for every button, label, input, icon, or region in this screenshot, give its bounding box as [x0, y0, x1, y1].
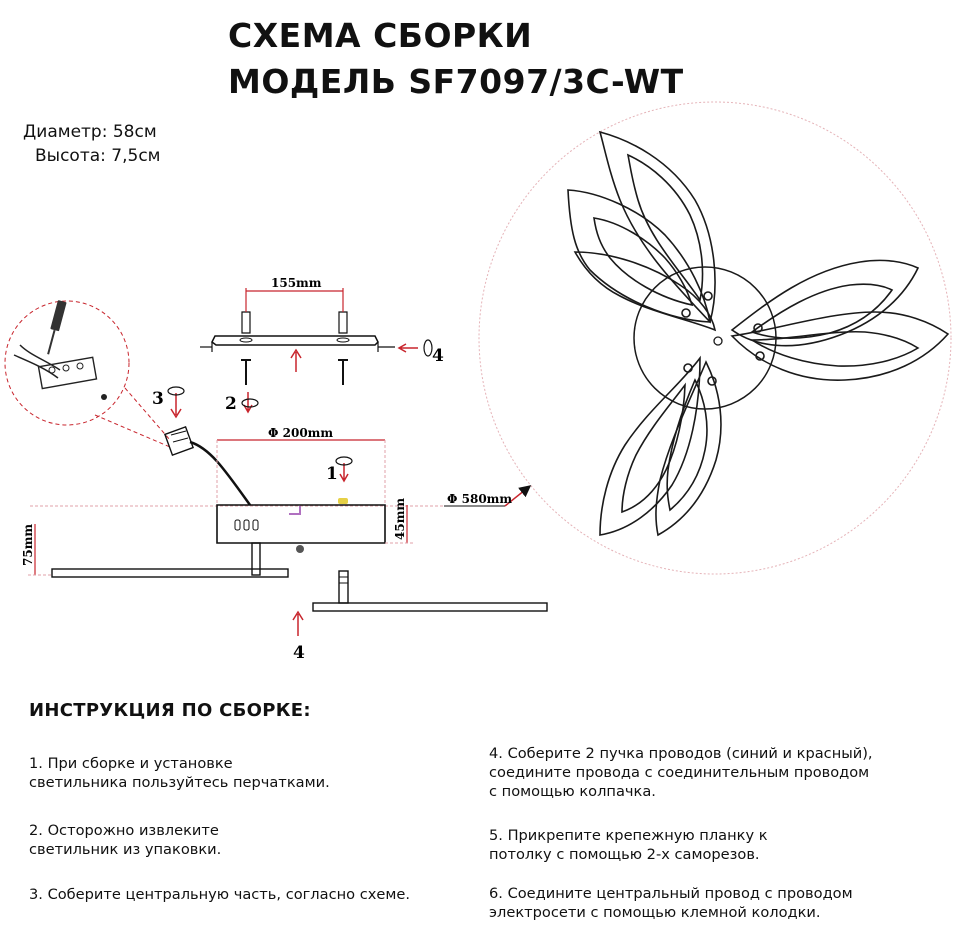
instructions-heading: ИНСТРУКЦИЯ ПО СБОРКЕ:	[29, 700, 311, 721]
terminal-block	[164, 426, 252, 506]
diagram-title-line1: СХЕМА СБОРКИ	[228, 16, 533, 55]
spec-diameter: Диаметр: 58см	[23, 122, 157, 142]
dim-diameter: Φ 580mm	[447, 492, 512, 506]
instruction-step-3: 3. Соберите центральную часть, согласно …	[29, 886, 410, 903]
dim-base: Φ 200mm	[268, 426, 333, 440]
base-height-dimension: 45mm	[385, 498, 415, 544]
dim-bracket: 155mm	[271, 276, 322, 290]
petal-group-right	[730, 259, 950, 381]
diagram-title-line2: МОДЕЛЬ SF7097/3C-WT	[228, 62, 684, 101]
canopy-base	[30, 498, 444, 576]
base-dimension: Φ 200mm	[216, 426, 386, 505]
callout-4-bottom: 4	[293, 643, 305, 663]
callout-4-top: 4	[432, 346, 444, 366]
petal-group-bottom	[599, 355, 722, 537]
petal-group-upper	[567, 130, 717, 332]
arm-bars	[51, 568, 548, 612]
callout-2: 2	[225, 394, 237, 414]
assembly-arrows	[170, 343, 418, 636]
mounting-bracket	[200, 311, 395, 385]
instruction-step-2: 2. Осторожно извлеките светильник из упа…	[29, 822, 222, 858]
callout-1: 1	[326, 464, 338, 484]
spec-height: Высота: 7,5см	[35, 146, 161, 166]
instruction-step-6: 6. Соедините центральный провод с провод…	[489, 885, 853, 921]
dim-total-height: 75mm	[21, 524, 35, 566]
total-height-dimension: 75mm	[21, 524, 52, 576]
chandelier-top-view	[478, 101, 952, 575]
wiring-detail	[4, 300, 171, 448]
instruction-step-5: 5. Прикрепите крепежную планку к потолку…	[489, 827, 768, 863]
instruction-step-4: 4. Соберите 2 пучка проводов (синий и кр…	[489, 745, 873, 800]
dim-base-height: 45mm	[393, 498, 407, 540]
bracket-dimension: 155mm	[245, 276, 344, 312]
callout-3: 3	[152, 389, 164, 409]
instruction-step-1: 1. При сборке и установке светильника по…	[29, 755, 330, 791]
diameter-callout: Φ 580mm	[444, 485, 532, 507]
